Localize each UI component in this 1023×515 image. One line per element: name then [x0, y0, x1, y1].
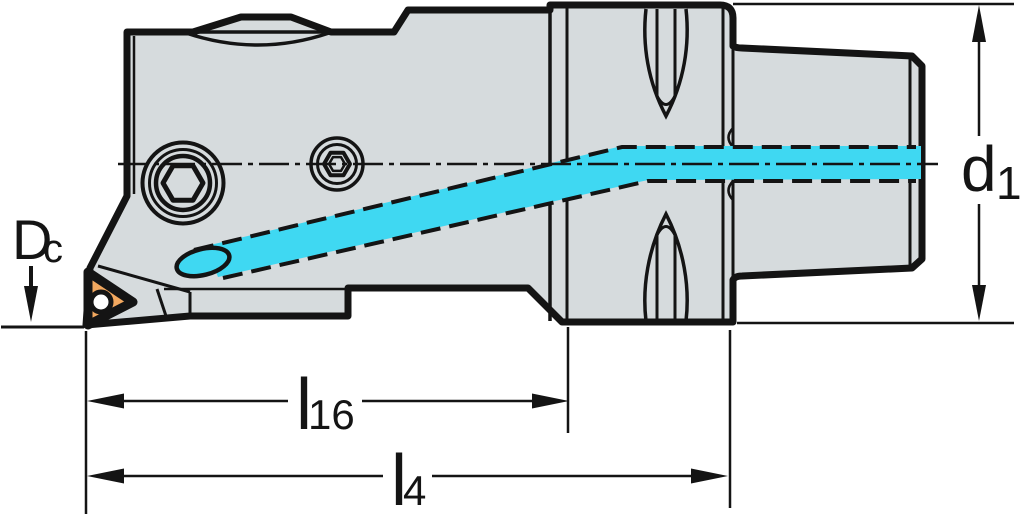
flange-slot-bottom-outer: [643, 210, 689, 322]
l16-arrowhead-right: [532, 393, 569, 409]
dc-arrowhead: [24, 286, 38, 322]
coolant-channel-band: [206, 146, 921, 277]
l4-label: l: [391, 441, 407, 515]
coolant-port-arc-lower: [727, 180, 734, 201]
insert-hole: [88, 289, 114, 315]
hex-socket-large: [160, 163, 206, 203]
l4-label-subscript: 4: [403, 467, 426, 514]
dc-label: D: [12, 208, 52, 271]
dimension-l16: l 16: [87, 365, 569, 445]
d1-label: d: [961, 133, 997, 205]
lens-detail-arc: [185, 31, 330, 47]
d1-arrowhead-bottom: [972, 285, 986, 321]
d1-arrowhead-top: [972, 5, 986, 42]
coolant-port-arc-upper: [727, 127, 734, 148]
hex-socket-screw-large: [140, 140, 226, 226]
l4-arrowhead-left: [87, 468, 124, 484]
pocket-notch-slant: [155, 288, 168, 317]
coolant-hidden-edge-lower: [222, 179, 916, 280]
flange-slot-bottom-inner: [655, 225, 677, 321]
insert-pocket-edge: [97, 264, 191, 294]
flange-slot-top-inner: [655, 9, 677, 106]
dc-label-subscript: c: [43, 227, 63, 271]
l16-arrowhead-left: [87, 393, 124, 409]
dimension-dc: D c: [1, 208, 84, 329]
coolant-hidden-edge-upper: [193, 145, 916, 252]
l4-arrowhead-right: [691, 468, 728, 484]
flange-slot-top-outer: [643, 8, 689, 120]
d1-label-subscript: 1: [996, 157, 1022, 209]
dimension-l4: l 4: [87, 441, 728, 515]
dimension-d1: d 1: [961, 5, 1022, 321]
cutting-insert: [83, 267, 138, 330]
l16-label-subscript: 16: [308, 391, 355, 438]
l16-label: l: [296, 365, 312, 445]
